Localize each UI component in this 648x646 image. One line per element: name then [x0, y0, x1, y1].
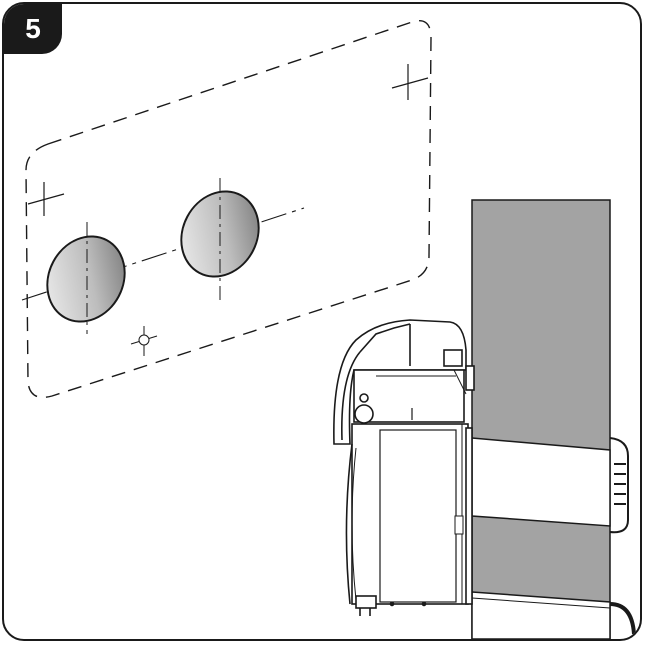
- flue-pipe: [609, 437, 636, 635]
- wall-section: [471, 199, 611, 639]
- drilling-template-outline: [25, 20, 432, 399]
- figure-frame: 5: [2, 2, 642, 641]
- fixing-mark-top-right: [391, 64, 429, 100]
- wall-hole-right: [180, 178, 260, 304]
- wall-hole-left: [46, 222, 126, 334]
- installation-diagram: [21, 20, 636, 639]
- small-fixing-hole: [130, 326, 158, 356]
- step-number-badge: 5: [4, 4, 62, 54]
- fixing-mark-left: [27, 182, 65, 216]
- boiler-unit: [333, 319, 475, 616]
